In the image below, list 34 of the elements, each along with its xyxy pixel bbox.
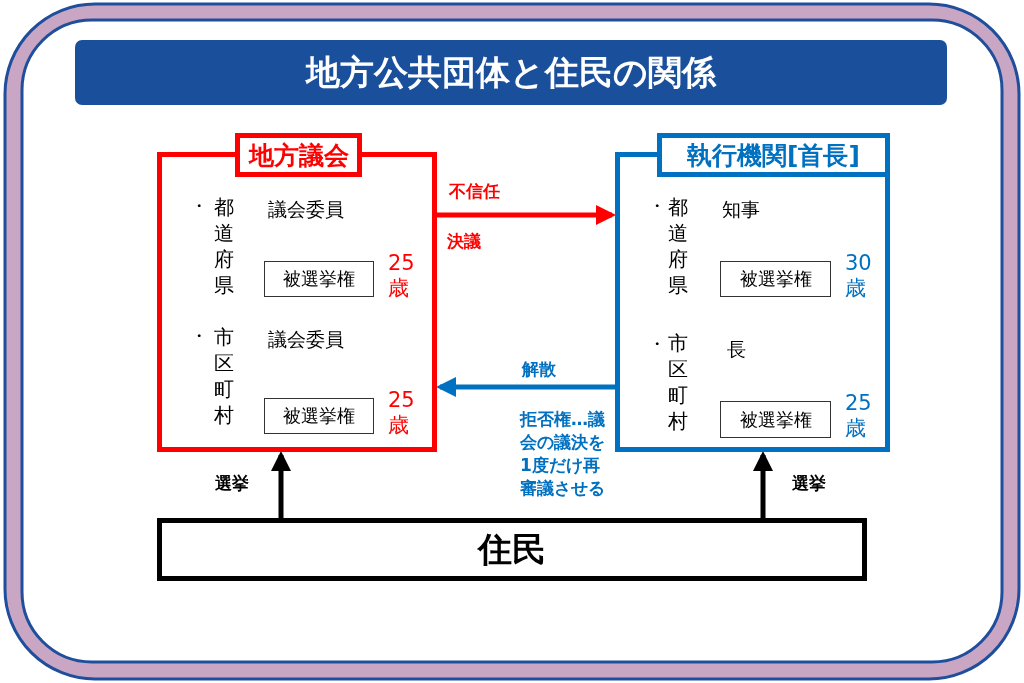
edge-label: 選挙 bbox=[213, 472, 251, 495]
age-label: 30歳 bbox=[845, 251, 873, 301]
edge-label: 解散 bbox=[520, 358, 558, 381]
age-label: 25歳 bbox=[388, 251, 416, 301]
age-label: 25歳 bbox=[845, 391, 873, 441]
arrow bbox=[271, 451, 291, 518]
edge-label: 不信任 bbox=[447, 180, 502, 203]
eligibility-box: 被選挙権 bbox=[264, 261, 374, 297]
region-label: 市区町村 bbox=[668, 330, 689, 434]
bullet: ・ bbox=[190, 194, 208, 218]
role-label: 議会委員 bbox=[268, 327, 344, 352]
heading-tab: 執行機関[首長] bbox=[657, 133, 890, 177]
role-label: 知事 bbox=[722, 197, 760, 222]
role-label: 議会委員 bbox=[268, 197, 344, 222]
eligibility-box: 被選挙権 bbox=[720, 401, 831, 438]
region-label: 都道府県 bbox=[214, 194, 235, 298]
title-banner: 地方公共団体と住民の関係 bbox=[75, 40, 947, 105]
region-label: 市区町村 bbox=[214, 324, 235, 428]
arrow bbox=[753, 451, 773, 518]
edge-label: 選挙 bbox=[790, 472, 828, 495]
bullet: ・ bbox=[648, 194, 666, 218]
bullet: ・ bbox=[190, 324, 208, 348]
eligibility-box: 被選挙権 bbox=[264, 398, 374, 434]
note-text: 拒否権…議会の議決を1度だけ再審議させる bbox=[520, 408, 606, 500]
role-label: 長 bbox=[727, 337, 746, 362]
heading-tab: 地方議会 bbox=[235, 133, 362, 177]
arrow bbox=[436, 377, 615, 397]
eligibility-box: 被選挙権 bbox=[720, 261, 831, 297]
arrow bbox=[437, 205, 616, 225]
age-label: 25歳 bbox=[388, 388, 416, 438]
residents-box: 住民 bbox=[157, 518, 867, 581]
resolution-label: 決議 bbox=[447, 230, 481, 253]
region-label: 都道府県 bbox=[668, 194, 689, 298]
bullet: ・ bbox=[648, 332, 666, 356]
